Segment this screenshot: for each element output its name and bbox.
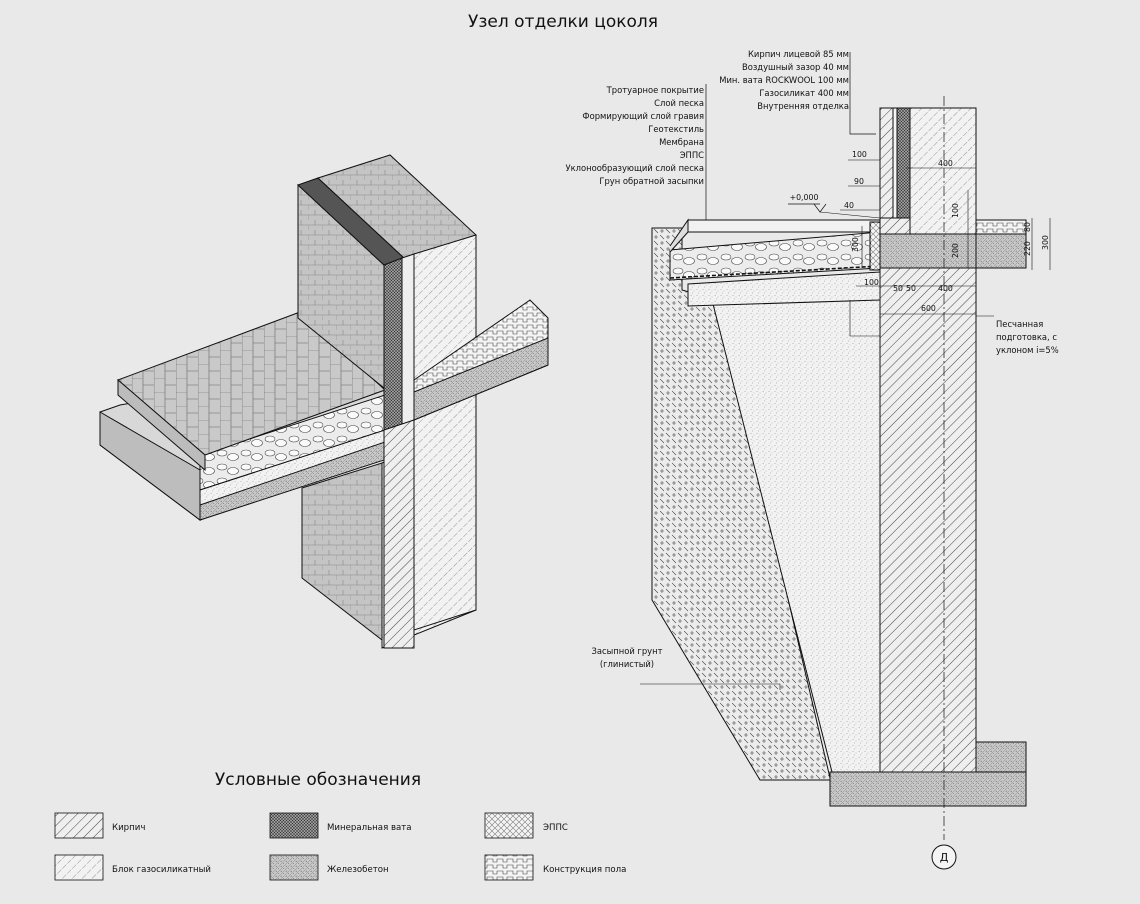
floor-layer-8: Грун обратной засыпки <box>599 176 704 186</box>
axis-label: Д <box>940 851 949 864</box>
dim-50a: 50 <box>893 284 903 293</box>
footing <box>829 771 1027 807</box>
wall-layer-4: Газосиликат 400 мм <box>759 88 849 98</box>
wall-layer-3: Мин. вата ROCKWOOL 100 мм <box>719 75 849 85</box>
legend-label-brick: Кирпич <box>112 823 145 833</box>
gas-block-wall <box>909 107 977 235</box>
floor-layer-6: ЭППС <box>680 150 704 160</box>
floor-layer-4: Геотекстиль <box>648 124 704 134</box>
legend-swatch-gas <box>54 854 104 881</box>
mineral-wool <box>896 107 911 219</box>
wall-layer-2: Воздушный зазор 40 мм <box>742 62 849 72</box>
legend-title: Условные обозначения <box>215 770 421 790</box>
legend-swatch-brick <box>54 812 104 839</box>
wall-layer-callouts: Кирпич лицевой 85 мм Воздушный зазор 40 … <box>719 49 876 135</box>
level-mark: +0,000 <box>788 193 881 219</box>
foundation-wall <box>879 267 977 773</box>
dim-200: 200 <box>951 243 960 258</box>
dim-220: 220 <box>1023 241 1032 256</box>
note-sand-3: уклоном i=5% <box>996 345 1059 355</box>
legend-label-floor: Конструкция пола <box>543 865 626 875</box>
floor-layer-callouts: Тротуарное покрытие Слой песка Формирующ… <box>566 84 707 220</box>
facing-brick <box>879 107 894 219</box>
dim-100b: 100 <box>951 203 960 218</box>
drawing-title: Узел отделки цоколя <box>468 12 658 32</box>
legend: Кирпич Блок газосиликатный Минеральная в… <box>54 812 626 881</box>
dim-600: 600 <box>921 304 936 313</box>
dim-90: 90 <box>854 177 864 186</box>
note-soil-2: (глинистый) <box>600 659 654 669</box>
paving-layer <box>687 219 881 233</box>
dim-100c: 100 <box>864 278 879 287</box>
dim-400b: 400 <box>938 284 953 293</box>
dim-50b: 50 <box>906 284 916 293</box>
legend-swatch-floor <box>484 854 534 881</box>
note-soil-1: Засыпной грунт <box>592 646 663 656</box>
dim-80: 80 <box>1023 222 1032 232</box>
legend-swatch-xps <box>484 812 534 839</box>
dim-100a: 100 <box>852 150 867 159</box>
floor-layer-2: Слой песка <box>654 98 704 108</box>
note-sand-1: Песчанная <box>996 319 1043 329</box>
floor-layer-3: Формирующий слой гравия <box>582 111 704 121</box>
axis-bubble <box>931 844 957 870</box>
legend-swatch-rc <box>269 854 319 881</box>
wall-layer-1: Кирпич лицевой 85 мм <box>748 49 849 59</box>
legend-swatch-wool <box>269 812 319 839</box>
iso-block-front <box>301 462 383 642</box>
dimensions <box>840 159 1051 337</box>
dim-300a: 300 <box>851 237 860 252</box>
legend-label-xps: ЭППС <box>543 823 568 833</box>
legend-label-rc: Железобетон <box>327 865 389 875</box>
note-sand-2: подготовка, с <box>996 332 1057 342</box>
wall-layer-5: Внутренняя отделка <box>757 101 849 111</box>
floor-layer-5: Мембрана <box>659 137 704 147</box>
dim-400a: 400 <box>938 159 953 168</box>
iso-wall-side <box>413 234 477 631</box>
dim-40: 40 <box>844 201 854 210</box>
floor-layer-1: Тротуарное покрытие <box>606 85 704 95</box>
legend-label-wool: Минеральная вата <box>327 823 412 833</box>
section-view <box>651 96 1027 870</box>
floor-layer-7: Уклонообразующий слой песка <box>566 163 704 173</box>
isometric-view <box>99 154 549 649</box>
rc-slab <box>879 233 977 269</box>
legend-label-gas: Блок газосиликатный <box>112 865 211 875</box>
level-mark-text: +0,000 <box>790 193 819 202</box>
dim-300b: 300 <box>1041 235 1050 250</box>
